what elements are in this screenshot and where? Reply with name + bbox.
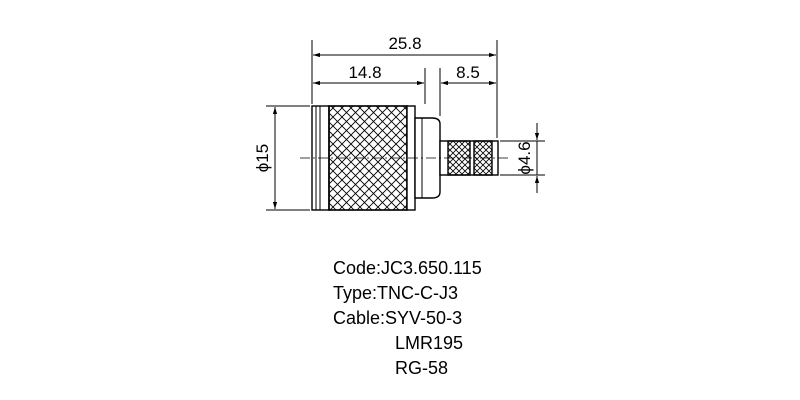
dimension-lines <box>272 52 540 209</box>
dim-ferrule-label: 8.5 <box>456 63 480 82</box>
spec-cable: Cable:SYV-50-3 <box>333 308 463 328</box>
connector-drawing: 25.8 14.8 8.5 ϕ15 ϕ4.6 <box>253 34 545 211</box>
dim-body-label: 14.8 <box>348 63 381 82</box>
dim-diameter-label: ϕ15 <box>253 144 272 172</box>
connector-body <box>300 105 510 211</box>
dim-ferrule-diameter-label: ϕ4.6 <box>515 141 534 174</box>
spec-cable-alt-2: RG-58 <box>395 358 449 378</box>
spec-code: Code:JC3.650.115 <box>333 258 482 278</box>
spec-cable-alt-1: LMR195 <box>395 333 464 353</box>
dim-overall-label: 25.8 <box>388 34 421 53</box>
spec-type: Type:TNC-C-J3 <box>333 283 459 303</box>
